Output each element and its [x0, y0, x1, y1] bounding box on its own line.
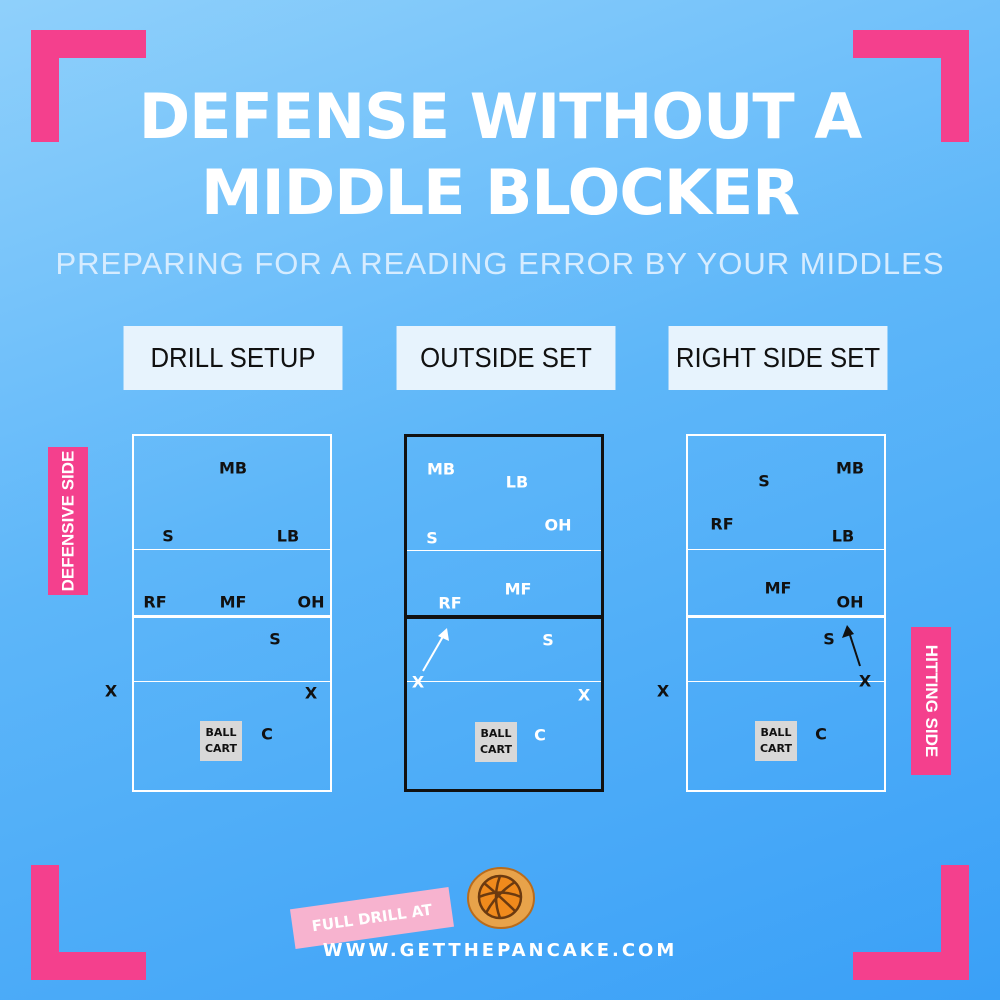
player-mf: MF	[219, 592, 247, 612]
hitter-x-right: X	[858, 671, 872, 691]
player-rf: RF	[143, 592, 167, 612]
hitting-side-tag: HITTING SIDE	[911, 627, 951, 775]
ball-cart-label-2: CART	[759, 742, 793, 755]
player-rf: RF	[438, 593, 462, 613]
player-oh: OH	[836, 592, 864, 612]
attack-line	[407, 550, 601, 551]
ball-cart: BALL CART	[755, 721, 797, 761]
player-s-front: S	[542, 630, 554, 650]
defensive-side-label: DEFENSIVE SIDE	[58, 450, 78, 592]
player-s-front: S	[269, 629, 281, 649]
hitter-x-right: X	[304, 683, 318, 703]
page-title-line-2: MIDDLE BLOCKER	[200, 156, 800, 229]
net-line	[407, 615, 601, 619]
player-mb: MB	[218, 458, 248, 478]
player-s-front: S	[823, 629, 835, 649]
corner-bracket-top-left-v	[31, 30, 59, 142]
ball-cart-label-1: BALL	[205, 726, 237, 739]
full-drill-label: FULL DRILL AT	[310, 900, 434, 936]
drill-setup-header: DRILL SETUP	[123, 326, 343, 390]
player-mb: MB	[835, 458, 865, 478]
volleyball-icon	[467, 867, 535, 929]
coach-c: C	[534, 725, 546, 745]
player-s: S	[162, 526, 174, 546]
player-lb: LB	[276, 526, 300, 546]
player-oh: OH	[544, 515, 572, 535]
player-s: S	[758, 471, 770, 491]
right-side-set-header: RIGHT SIDE SET	[668, 326, 888, 390]
outside-set-court: MB LB OH S MF RF S X X C BALL CART	[404, 434, 604, 792]
right-side-set-court: S MB RF LB MF OH S X C BALL CART	[686, 434, 886, 792]
attack-line	[134, 681, 330, 682]
hitter-x-left: X	[411, 672, 425, 692]
ball-cart-label-2: CART	[204, 742, 238, 755]
player-mf: MF	[504, 579, 532, 599]
ball-cart-label-1: BALL	[760, 726, 792, 739]
attack-line	[688, 681, 884, 682]
player-mb: MB	[426, 459, 456, 479]
hitter-x-left: X	[656, 681, 670, 701]
ball-cart: BALL CART	[475, 722, 517, 762]
corner-bracket-bottom-right-h	[853, 952, 969, 980]
ball-cart-label-2: CART	[479, 743, 513, 756]
attack-arrow-icon	[422, 628, 449, 672]
page-title-line-1: DEFENSE WITHOUT A	[138, 80, 863, 153]
hitter-x-left: X	[104, 681, 118, 701]
net-line	[134, 615, 330, 618]
drill-setup-court: MB S LB RF MF OH S X C BALL CART	[132, 434, 332, 792]
hitting-side-label: HITTING SIDE	[922, 644, 941, 758]
website-link[interactable]: WWW.GETTHEPANCAKE.COM	[322, 940, 678, 961]
ball-cart: BALL CART	[200, 721, 242, 761]
attack-line	[134, 549, 330, 550]
hitter-x-right: X	[577, 685, 591, 705]
outside-set-header: OUTSIDE SET	[396, 326, 616, 390]
player-lb: LB	[831, 526, 855, 546]
attack-arrow-icon	[842, 625, 861, 667]
net-line	[688, 615, 884, 618]
defensive-side-tag: DEFENSIVE SIDE	[48, 447, 88, 595]
ball-cart-label-1: BALL	[480, 727, 512, 740]
player-mf: MF	[764, 578, 792, 598]
page-subtitle: PREPARING FOR A READING ERROR BY YOUR MI…	[55, 246, 945, 281]
attack-line	[688, 549, 884, 550]
player-s: S	[426, 528, 438, 548]
attack-line	[407, 681, 601, 682]
coach-c: C	[815, 724, 827, 744]
player-lb: LB	[505, 472, 529, 492]
corner-bracket-top-right-v	[941, 30, 969, 142]
player-rf: RF	[710, 514, 734, 534]
corner-bracket-bottom-left-h	[31, 952, 146, 980]
player-oh: OH	[297, 592, 325, 612]
coach-c: C	[261, 724, 273, 744]
